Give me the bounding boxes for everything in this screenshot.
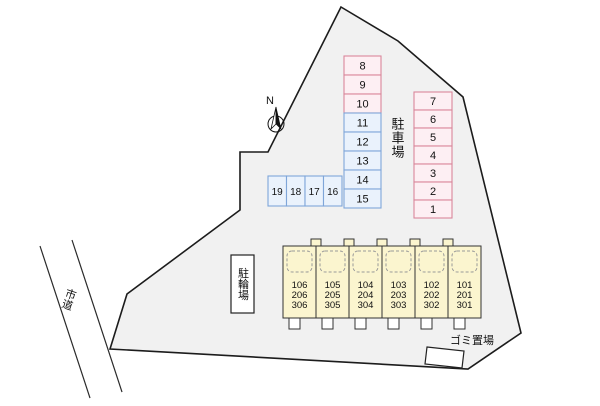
stall-number: 4 bbox=[430, 150, 436, 162]
entrance-box bbox=[288, 317, 301, 330]
unit-number: 201 bbox=[457, 290, 473, 301]
unit-number: 204 bbox=[358, 290, 374, 301]
unit-outline bbox=[414, 245, 449, 319]
unit-outline bbox=[282, 245, 317, 319]
entrance-box bbox=[387, 317, 400, 330]
garbage-box bbox=[424, 346, 465, 369]
stall-number: 18 bbox=[290, 187, 302, 198]
stall-number: 14 bbox=[356, 175, 368, 187]
unit-outline bbox=[447, 245, 482, 319]
stall-number: 11 bbox=[357, 118, 368, 130]
unit-number: 205 bbox=[325, 290, 341, 301]
parking-stall bbox=[322, 175, 343, 207]
unit-number: 305 bbox=[325, 300, 341, 311]
parking-stall bbox=[343, 188, 382, 209]
unit-number: 202 bbox=[424, 290, 440, 301]
stall-number: 6 bbox=[430, 114, 436, 126]
parking-row-left: 19 18 17 16 bbox=[267, 175, 343, 207]
stall-number: 1 bbox=[430, 204, 436, 216]
compass-needle-icon bbox=[275, 106, 282, 130]
parking-lot-label: 駐車場 bbox=[390, 117, 405, 159]
stall-number: 19 bbox=[272, 187, 284, 198]
parking-stall bbox=[413, 199, 453, 219]
bicycle-parking-label: 駐輪場 bbox=[237, 266, 250, 301]
apartment-building: 106 206 306 105 205 305 104 204 304 10 bbox=[282, 238, 482, 330]
unit-number: 106 bbox=[292, 280, 308, 291]
stall-number: 3 bbox=[430, 168, 436, 180]
building-unit: 102 202 302 bbox=[414, 245, 449, 330]
north-compass: N bbox=[266, 95, 285, 133]
stall-number: 5 bbox=[430, 132, 436, 144]
building-unit: 103 203 303 bbox=[381, 245, 416, 330]
stall-number: 2 bbox=[430, 186, 436, 198]
entrance-box bbox=[354, 317, 367, 330]
unit-number: 203 bbox=[391, 290, 407, 301]
city-road-label: 市道 bbox=[59, 285, 78, 311]
parking-column-middle: 8 9 10 11 12 13 14 15 bbox=[343, 55, 382, 209]
unit-number: 102 bbox=[424, 280, 440, 291]
unit-outline bbox=[315, 245, 350, 319]
entrance-box bbox=[420, 317, 433, 330]
unit-number: 104 bbox=[358, 280, 374, 291]
unit-number: 306 bbox=[292, 300, 308, 311]
building-unit: 105 205 305 bbox=[315, 245, 350, 330]
bicycle-parking: 駐輪場 bbox=[230, 254, 255, 314]
parking-column-right: 7 6 5 4 3 2 1 bbox=[413, 91, 453, 219]
stall-number: 13 bbox=[356, 156, 368, 168]
unit-outline bbox=[381, 245, 416, 319]
stall-number: 17 bbox=[309, 187, 321, 198]
stall-number: 10 bbox=[356, 99, 368, 111]
unit-number: 103 bbox=[391, 280, 407, 291]
unit-number: 105 bbox=[325, 280, 341, 291]
stall-number: 9 bbox=[359, 80, 365, 92]
unit-number: 304 bbox=[358, 300, 374, 311]
road-line bbox=[71, 239, 123, 393]
stall-number: 7 bbox=[430, 96, 436, 108]
unit-number: 101 bbox=[457, 280, 473, 291]
unit-number: 303 bbox=[391, 300, 407, 311]
garbage-area: ゴミ置場 bbox=[424, 333, 494, 369]
balcony-dashed bbox=[451, 250, 478, 273]
building-unit: 106 206 306 bbox=[282, 245, 317, 330]
balcony-dashed bbox=[352, 250, 379, 273]
stall-number: 8 bbox=[359, 61, 365, 73]
compass-needle-icon bbox=[270, 106, 277, 131]
stall-number: 15 bbox=[356, 194, 368, 206]
north-label: N bbox=[266, 95, 274, 107]
road-line bbox=[39, 245, 91, 399]
unit-number: 301 bbox=[457, 300, 473, 311]
balcony-dashed bbox=[286, 250, 313, 273]
unit-number: 302 bbox=[424, 300, 440, 311]
entrance-box bbox=[321, 317, 334, 330]
balcony-dashed bbox=[319, 250, 346, 273]
balcony-dashed bbox=[385, 250, 412, 273]
garbage-area-label: ゴミ置場 bbox=[450, 333, 494, 347]
entrance-box bbox=[453, 317, 466, 330]
bicycle-parking-box bbox=[230, 254, 255, 314]
stall-number: 12 bbox=[356, 137, 368, 149]
building-unit: 104 204 304 bbox=[348, 245, 383, 330]
unit-number: 206 bbox=[292, 290, 308, 301]
building-unit: 101 201 301 bbox=[447, 245, 482, 330]
balcony-dashed bbox=[418, 250, 445, 273]
stall-number: 16 bbox=[327, 187, 339, 198]
